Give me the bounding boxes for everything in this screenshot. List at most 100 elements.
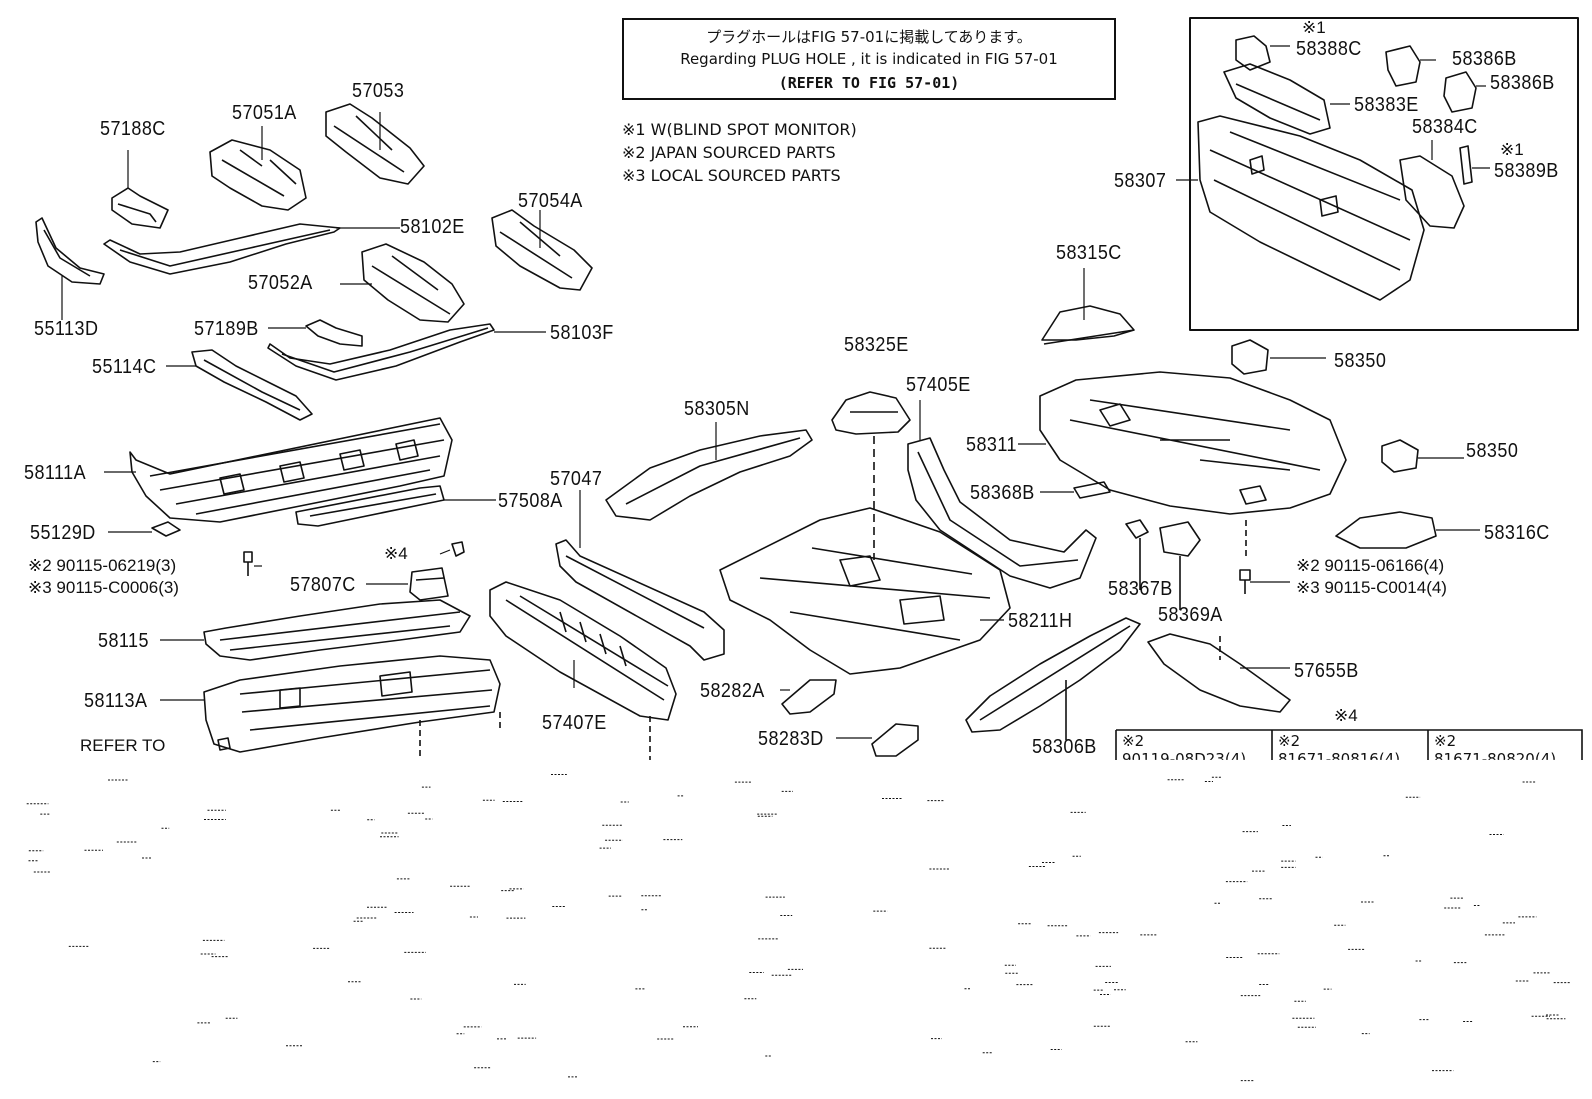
label-57188C[interactable]: 57188C bbox=[100, 118, 166, 140]
bolt-left-local: ※3 90115-C0006(3) bbox=[28, 578, 179, 597]
refer-to-text: REFER TO bbox=[80, 736, 166, 755]
bolt-right-local: ※3 90115-C0014(4) bbox=[1296, 578, 1447, 597]
note-1: ※1 W(BLIND SPOT MONITOR) bbox=[622, 120, 857, 139]
label-57052A[interactable]: 57052A bbox=[248, 272, 313, 294]
part-58103F-shape bbox=[267, 323, 495, 381]
label-57051A[interactable]: 57051A bbox=[232, 102, 297, 124]
part-57807C-shape bbox=[409, 567, 449, 601]
label-57405E[interactable]: 57405E bbox=[906, 374, 971, 396]
part-58368B-shape bbox=[1073, 481, 1111, 499]
label-55129D[interactable]: 55129D bbox=[30, 522, 96, 544]
part-57054A-shape bbox=[491, 209, 593, 291]
bolt-right bbox=[1239, 569, 1251, 594]
label-58388C[interactable]: 58388C bbox=[1296, 38, 1362, 60]
part-57188C-shape bbox=[111, 187, 169, 229]
label-57189B[interactable]: 57189B bbox=[194, 318, 259, 340]
label-58384C[interactable]: 58384C bbox=[1412, 116, 1478, 138]
part-58386B2-shape bbox=[1443, 71, 1477, 113]
label-58350a[interactable]: 58350 bbox=[1334, 350, 1387, 372]
label-58305N[interactable]: 58305N bbox=[684, 398, 750, 420]
label-57508A[interactable]: 57508A bbox=[498, 490, 563, 512]
part-58305N-shape bbox=[605, 429, 813, 521]
mark-1-right: ※1 bbox=[1500, 140, 1524, 159]
ref-cell-1-mark: ※2 bbox=[1122, 732, 1145, 750]
part-58316C-shape bbox=[1335, 511, 1437, 549]
part-57053-shape bbox=[325, 103, 425, 185]
label-58367B[interactable]: 58367B bbox=[1108, 578, 1173, 600]
mark-4-left: ※4 bbox=[384, 544, 408, 563]
part-58384C-shape bbox=[1399, 155, 1465, 229]
note-3: ※3 LOCAL SOURCED PARTS bbox=[622, 166, 841, 185]
label-58386B-1[interactable]: 58386B bbox=[1452, 48, 1517, 70]
part-58111A-shape bbox=[129, 417, 453, 523]
ref-cell-3-part: 81671-80820(4) bbox=[1434, 750, 1557, 768]
note-2: ※2 JAPAN SOURCED PARTS bbox=[622, 143, 836, 162]
label-57054A[interactable]: 57054A bbox=[518, 190, 583, 212]
part-58315C-shape bbox=[1041, 305, 1135, 341]
label-58325E[interactable]: 58325E bbox=[844, 334, 909, 356]
part-58325E-shape bbox=[831, 391, 911, 435]
label-58311[interactable]: 58311 bbox=[966, 434, 1017, 456]
part-58102E-shape bbox=[103, 223, 341, 275]
notice-ref: (REFER TO FIG 57-01) bbox=[778, 74, 960, 92]
label-57407E[interactable]: 57407E bbox=[542, 712, 607, 734]
label-55113D[interactable]: 55113D bbox=[34, 318, 99, 340]
notice-box: プラグホールはFIG 57-01に掲載してあります。 Regarding PLU… bbox=[622, 18, 1116, 100]
part-58306B-shape bbox=[965, 617, 1141, 733]
part-55113D-shape bbox=[35, 217, 105, 285]
ref-cell-3-mark: ※2 bbox=[1434, 732, 1457, 750]
label-58115[interactable]: 58115 bbox=[98, 630, 149, 652]
part-58283D-shape bbox=[871, 723, 919, 757]
part-58388C-shape bbox=[1235, 35, 1271, 71]
label-58350b[interactable]: 58350 bbox=[1466, 440, 1519, 462]
part-58386B1-shape bbox=[1385, 45, 1421, 87]
part-58211H-shape bbox=[719, 507, 1011, 675]
part-58311-shape bbox=[1039, 371, 1347, 515]
label-58315C[interactable]: 58315C bbox=[1056, 242, 1122, 264]
label-58111A[interactable]: 58111A bbox=[24, 462, 87, 484]
mark-1-top: ※1 bbox=[1302, 18, 1326, 37]
label-57807C[interactable]: 57807C bbox=[290, 574, 356, 596]
label-57655B[interactable]: 57655B bbox=[1294, 660, 1359, 682]
part-57189B-shape bbox=[305, 319, 363, 347]
label-58102E[interactable]: 58102E bbox=[400, 216, 465, 238]
part-58282A-shape bbox=[781, 679, 837, 715]
part-55114C-shape bbox=[191, 349, 313, 421]
bolt-left-japan: ※2 90115-06219(3) bbox=[28, 556, 177, 575]
label-58211H[interactable]: 58211H bbox=[1008, 610, 1073, 632]
label-55114C[interactable]: 55114C bbox=[92, 356, 157, 378]
label-58113A[interactable]: 58113A bbox=[84, 690, 148, 712]
label-58282A[interactable]: 58282A bbox=[700, 680, 765, 702]
mark-4-table: ※4 bbox=[1334, 706, 1358, 725]
label-58368B[interactable]: 58368B bbox=[970, 482, 1035, 504]
part-58369A-shape bbox=[1159, 521, 1201, 557]
part-58350a-shape bbox=[1231, 339, 1269, 375]
label-58283D[interactable]: 58283D bbox=[758, 728, 824, 750]
label-58316C[interactable]: 58316C bbox=[1484, 522, 1550, 544]
part-58113A-shape bbox=[203, 655, 501, 753]
inset-frame bbox=[1189, 17, 1579, 331]
ref-cell-2-part: 81671-80816(4) bbox=[1278, 750, 1401, 768]
part-58383E-shape bbox=[1223, 63, 1331, 135]
part-57047-shape bbox=[555, 539, 725, 661]
label-58103F[interactable]: 58103F bbox=[550, 322, 614, 344]
label-58307[interactable]: 58307 bbox=[1114, 170, 1167, 192]
part-57052A-shape bbox=[361, 243, 465, 323]
part-58389B-shape bbox=[1459, 145, 1473, 185]
ref-cell-2-mark: ※2 bbox=[1278, 732, 1301, 750]
part-58307-shape bbox=[1197, 115, 1425, 301]
label-58369A[interactable]: 58369A bbox=[1158, 604, 1223, 626]
label-58389B[interactable]: 58389B bbox=[1494, 160, 1559, 182]
label-57053[interactable]: 57053 bbox=[352, 80, 405, 102]
label-58306B[interactable]: 58306B bbox=[1032, 736, 1097, 758]
part-58367B-shape bbox=[1125, 519, 1149, 539]
part-57655B-shape bbox=[1147, 633, 1291, 713]
bolt-right-japan: ※2 90115-06166(4) bbox=[1296, 556, 1445, 575]
part-57407E-shape bbox=[489, 581, 677, 721]
label-58386B-2[interactable]: 58386B bbox=[1490, 72, 1555, 94]
notice-jp: プラグホールはFIG 57-01に掲載してあります。 bbox=[706, 28, 1032, 46]
label-57047[interactable]: 57047 bbox=[550, 468, 603, 490]
label-58383E[interactable]: 58383E bbox=[1354, 94, 1419, 116]
